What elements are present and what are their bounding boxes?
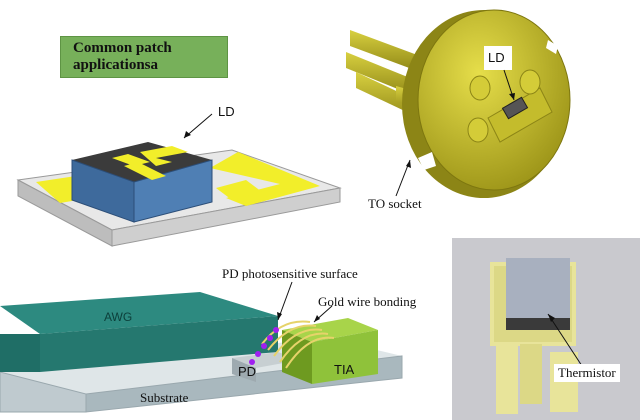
ld-label-patch: LD (218, 104, 235, 119)
substrate-plate-side (111, 187, 341, 247)
to-socket-label: TO socket (368, 196, 422, 211)
tia-block-top (282, 318, 378, 342)
ld-label-to: LD (488, 50, 505, 65)
gold-wires (261, 320, 335, 369)
ld-top-pad (112, 154, 150, 166)
pd-label: PD (238, 364, 257, 379)
thermistor-pad-mid (520, 344, 542, 404)
yellow-pad-lower (216, 180, 262, 200)
tia-block-front (282, 330, 312, 384)
thermistor-pointer (547, 313, 583, 367)
awg-block-top (0, 292, 278, 334)
to-socket-notch (546, 40, 558, 54)
pd-surface-label: PD photosensitive surface (222, 266, 358, 281)
to-socket-figure (346, 9, 571, 198)
title-text: Common patch applicationsa (73, 40, 172, 73)
ld-top-stripe (124, 162, 166, 180)
thermistor-chip (506, 258, 570, 318)
to-socket-notch-bottom (418, 152, 436, 170)
to-heat-sink (487, 87, 553, 143)
ld-top-pad-2 (140, 146, 188, 166)
awg-figure (0, 281, 403, 413)
to-ld-chip (501, 96, 529, 120)
awg-block-front (0, 334, 40, 372)
substrate-label: Substrate (140, 390, 189, 405)
tia-block-face (312, 330, 378, 384)
thermistor-pad-left (496, 344, 518, 414)
pd-block-front (232, 358, 256, 382)
to-socket-disc (417, 9, 571, 191)
gold-wire-label: Gold wire bonding (318, 294, 417, 309)
thermistor-label: Thermistor (554, 364, 620, 382)
awg-label: AWG (104, 310, 133, 324)
thermistor-figure (490, 258, 583, 414)
thermistor-chip-base (506, 318, 570, 330)
ld-substrate-figure (16, 113, 342, 247)
yellow-pad-right (210, 152, 320, 206)
tia-label: TIA (334, 362, 355, 377)
thermistor-pad-right (550, 352, 578, 412)
title-box: Common patch applicationsa (60, 36, 228, 78)
pd-photosensitive-dots (249, 327, 279, 365)
ld-block-side (133, 159, 213, 223)
awg-block-face (40, 316, 278, 372)
